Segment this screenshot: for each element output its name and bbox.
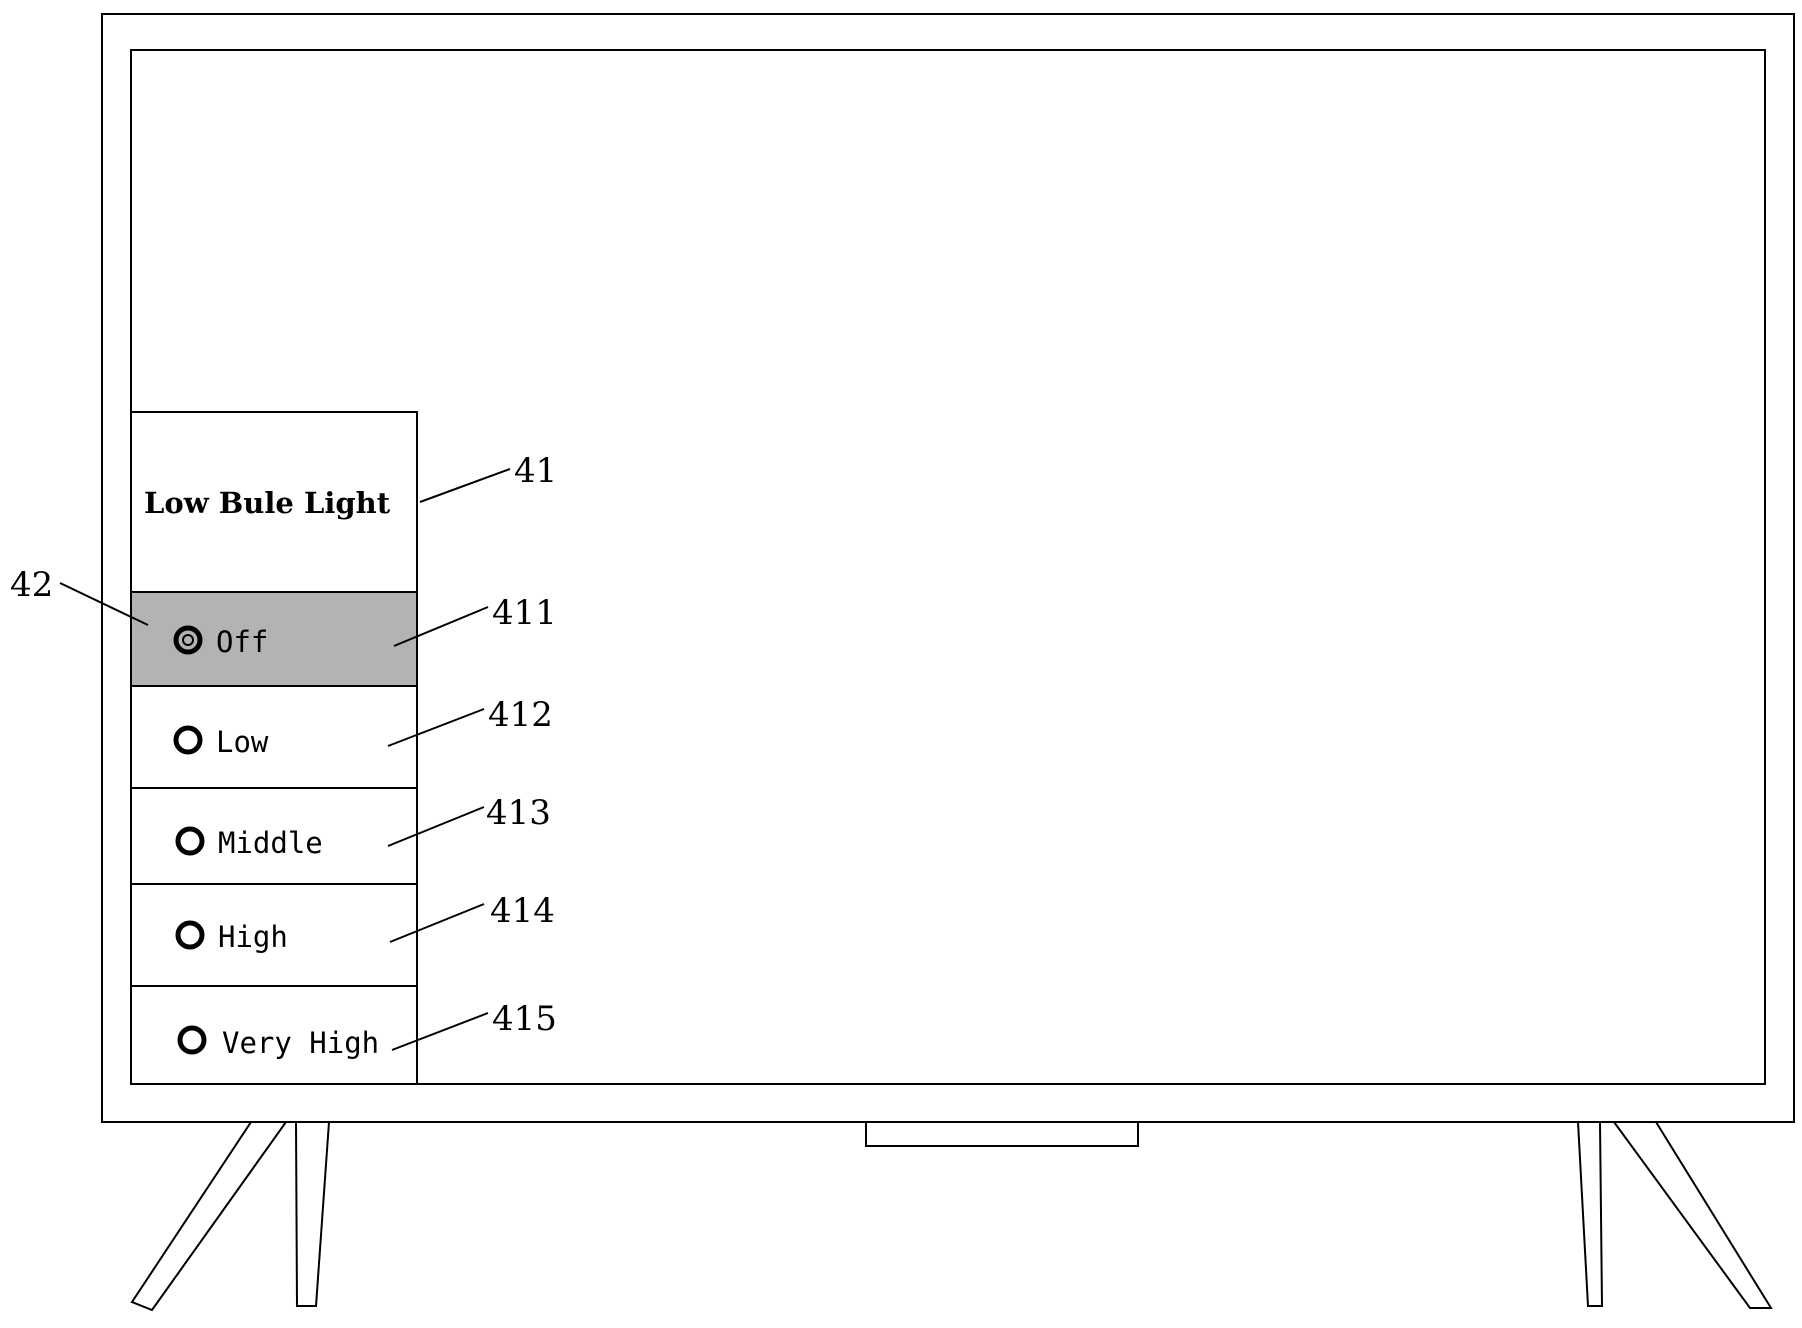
ref-label-41: 41 (514, 451, 557, 491)
left-stand-leg-back (294, 1121, 331, 1307)
right-stand-leg-back (1576, 1121, 1604, 1307)
radio-ring-icon (175, 826, 205, 856)
option-label-high: High (218, 920, 288, 954)
ref-label-42: 42 (10, 565, 53, 605)
radio-ring-icon (173, 625, 203, 655)
ref-label-413: 413 (486, 793, 551, 833)
leader-line-41 (419, 468, 511, 503)
right-stand-leg-front (1612, 1121, 1773, 1309)
option-highlight (130, 591, 418, 687)
left-stand (130, 1121, 331, 1312)
ref-label-411: 411 (492, 593, 557, 633)
leader-line-42 (59, 582, 149, 626)
option-label-middle: Middle (218, 826, 323, 860)
option-label-very-high: Very High (222, 1026, 379, 1060)
leader-line-412 (387, 708, 485, 747)
reference-annotations: 41 42 411 412 413 414 415 (10, 451, 557, 1051)
leader-line-414 (389, 903, 485, 943)
leader-line-415 (391, 1012, 489, 1051)
option-row-low[interactable]: Low (130, 685, 418, 789)
right-stand (1576, 1121, 1773, 1309)
tv-screen (130, 49, 1766, 1085)
option-cell (130, 985, 418, 1085)
left-stand-leg-front (130, 1121, 288, 1312)
option-row-middle[interactable]: Middle (130, 787, 418, 885)
option-row-high[interactable]: High (130, 883, 418, 987)
ref-label-415: 415 (492, 999, 557, 1039)
low-blue-light-menu: Low Bule Light Off Low Middle (130, 411, 418, 1085)
radio-ring-icon (173, 725, 203, 755)
television (101, 13, 1795, 1312)
ref-label-414: 414 (490, 891, 555, 931)
option-label-low: Low (216, 725, 269, 759)
option-row-very-high[interactable]: Very High (130, 985, 418, 1085)
option-label-off: Off (216, 625, 268, 659)
menu-title: Low Bule Light (144, 486, 391, 520)
tv-bezel (101, 13, 1795, 1123)
leader-line-411 (393, 606, 489, 647)
radio-ring-icon (177, 1025, 207, 1055)
leader-line-413 (387, 806, 485, 847)
option-row-off[interactable]: Off (130, 591, 418, 687)
ref-label-412: 412 (488, 695, 553, 735)
radio-ring-icon (175, 920, 205, 950)
tv-bottom-tab (865, 1121, 1139, 1147)
